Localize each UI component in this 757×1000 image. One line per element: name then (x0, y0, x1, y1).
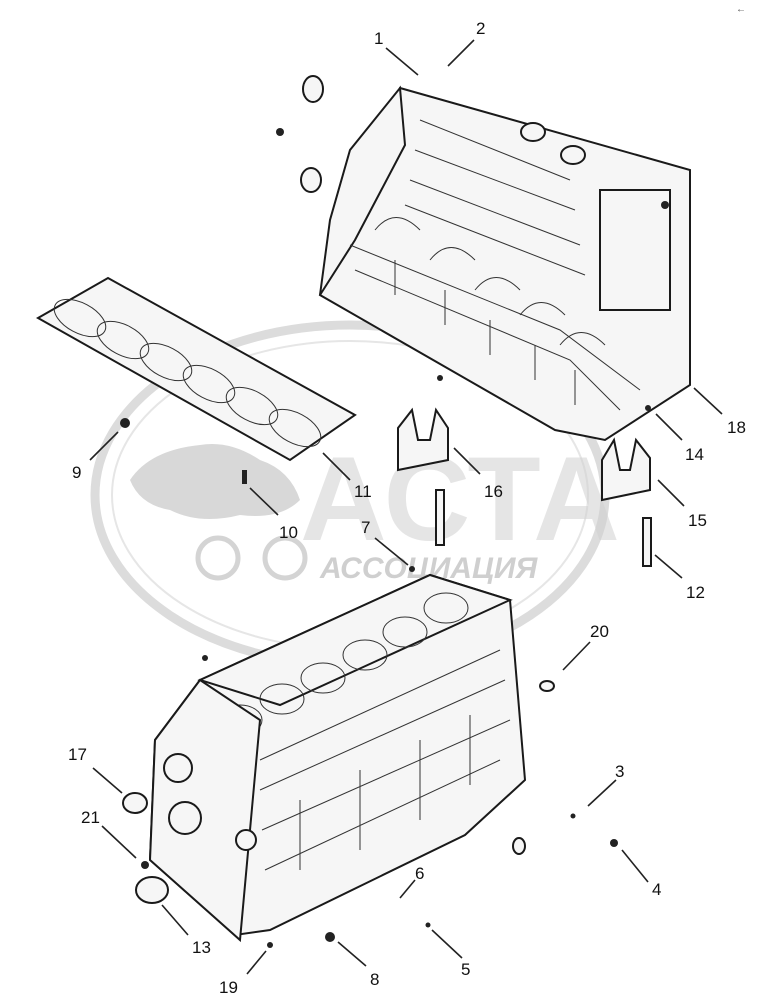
svg-text:19: 19 (219, 978, 238, 997)
bedplate-assembly (276, 75, 691, 442)
svg-text:14: 14 (685, 445, 704, 464)
callout-6: 6 (399, 864, 424, 899)
svg-text:3: 3 (615, 762, 624, 781)
callout-20: 20 (562, 622, 609, 671)
callout-5: 5 (431, 929, 470, 979)
callout-2: 2 (447, 19, 485, 67)
callout-4: 4 (621, 849, 661, 899)
svg-text:16: 16 (484, 482, 503, 501)
head-gasket (35, 276, 357, 462)
main-bearing-cap-15 (601, 437, 652, 567)
svg-text:13: 13 (192, 938, 211, 957)
svg-text:15: 15 (688, 511, 707, 530)
watermark-brand: АСТА (300, 432, 620, 566)
svg-text:4: 4 (652, 880, 661, 899)
svg-text:2: 2 (476, 19, 485, 38)
callout-21: 21 (81, 808, 137, 859)
callout-7: 7 (361, 518, 409, 566)
callout-10: 10 (249, 487, 298, 542)
svg-text:12: 12 (686, 583, 705, 602)
svg-text:18: 18 (727, 418, 746, 437)
svg-text:20: 20 (590, 622, 609, 641)
callout-8: 8 (337, 941, 379, 989)
callout-17: 17 (68, 745, 123, 794)
callouts: 1 2 3 4 5 6 7 8 9 10 11 12 13 14 15 16 1… (68, 19, 746, 997)
callout-9: 9 (72, 431, 119, 482)
svg-text:9: 9 (72, 463, 81, 482)
svg-text:21: 21 (81, 808, 100, 827)
cylinder-block (148, 573, 527, 943)
svg-text:5: 5 (461, 960, 470, 979)
svg-text:6: 6 (415, 864, 424, 883)
svg-text:17: 17 (68, 745, 87, 764)
callout-19: 19 (219, 950, 267, 997)
callout-12: 12 (654, 554, 705, 602)
callout-14: 14 (655, 413, 704, 464)
svg-text:1: 1 (374, 29, 383, 48)
callout-16: 16 (453, 447, 503, 501)
callout-13: 13 (161, 904, 211, 957)
corner-mark: ← (736, 4, 746, 15)
svg-text:10: 10 (279, 523, 298, 542)
callout-1: 1 (374, 29, 419, 76)
callout-15: 15 (657, 479, 707, 530)
callout-11: 11 (322, 452, 372, 501)
svg-text:11: 11 (354, 482, 372, 501)
callout-3: 3 (587, 762, 624, 807)
svg-text:8: 8 (370, 970, 379, 989)
main-bearing-cap-16 (397, 407, 449, 546)
svg-text:7: 7 (361, 518, 370, 537)
callout-18: 18 (693, 387, 746, 437)
